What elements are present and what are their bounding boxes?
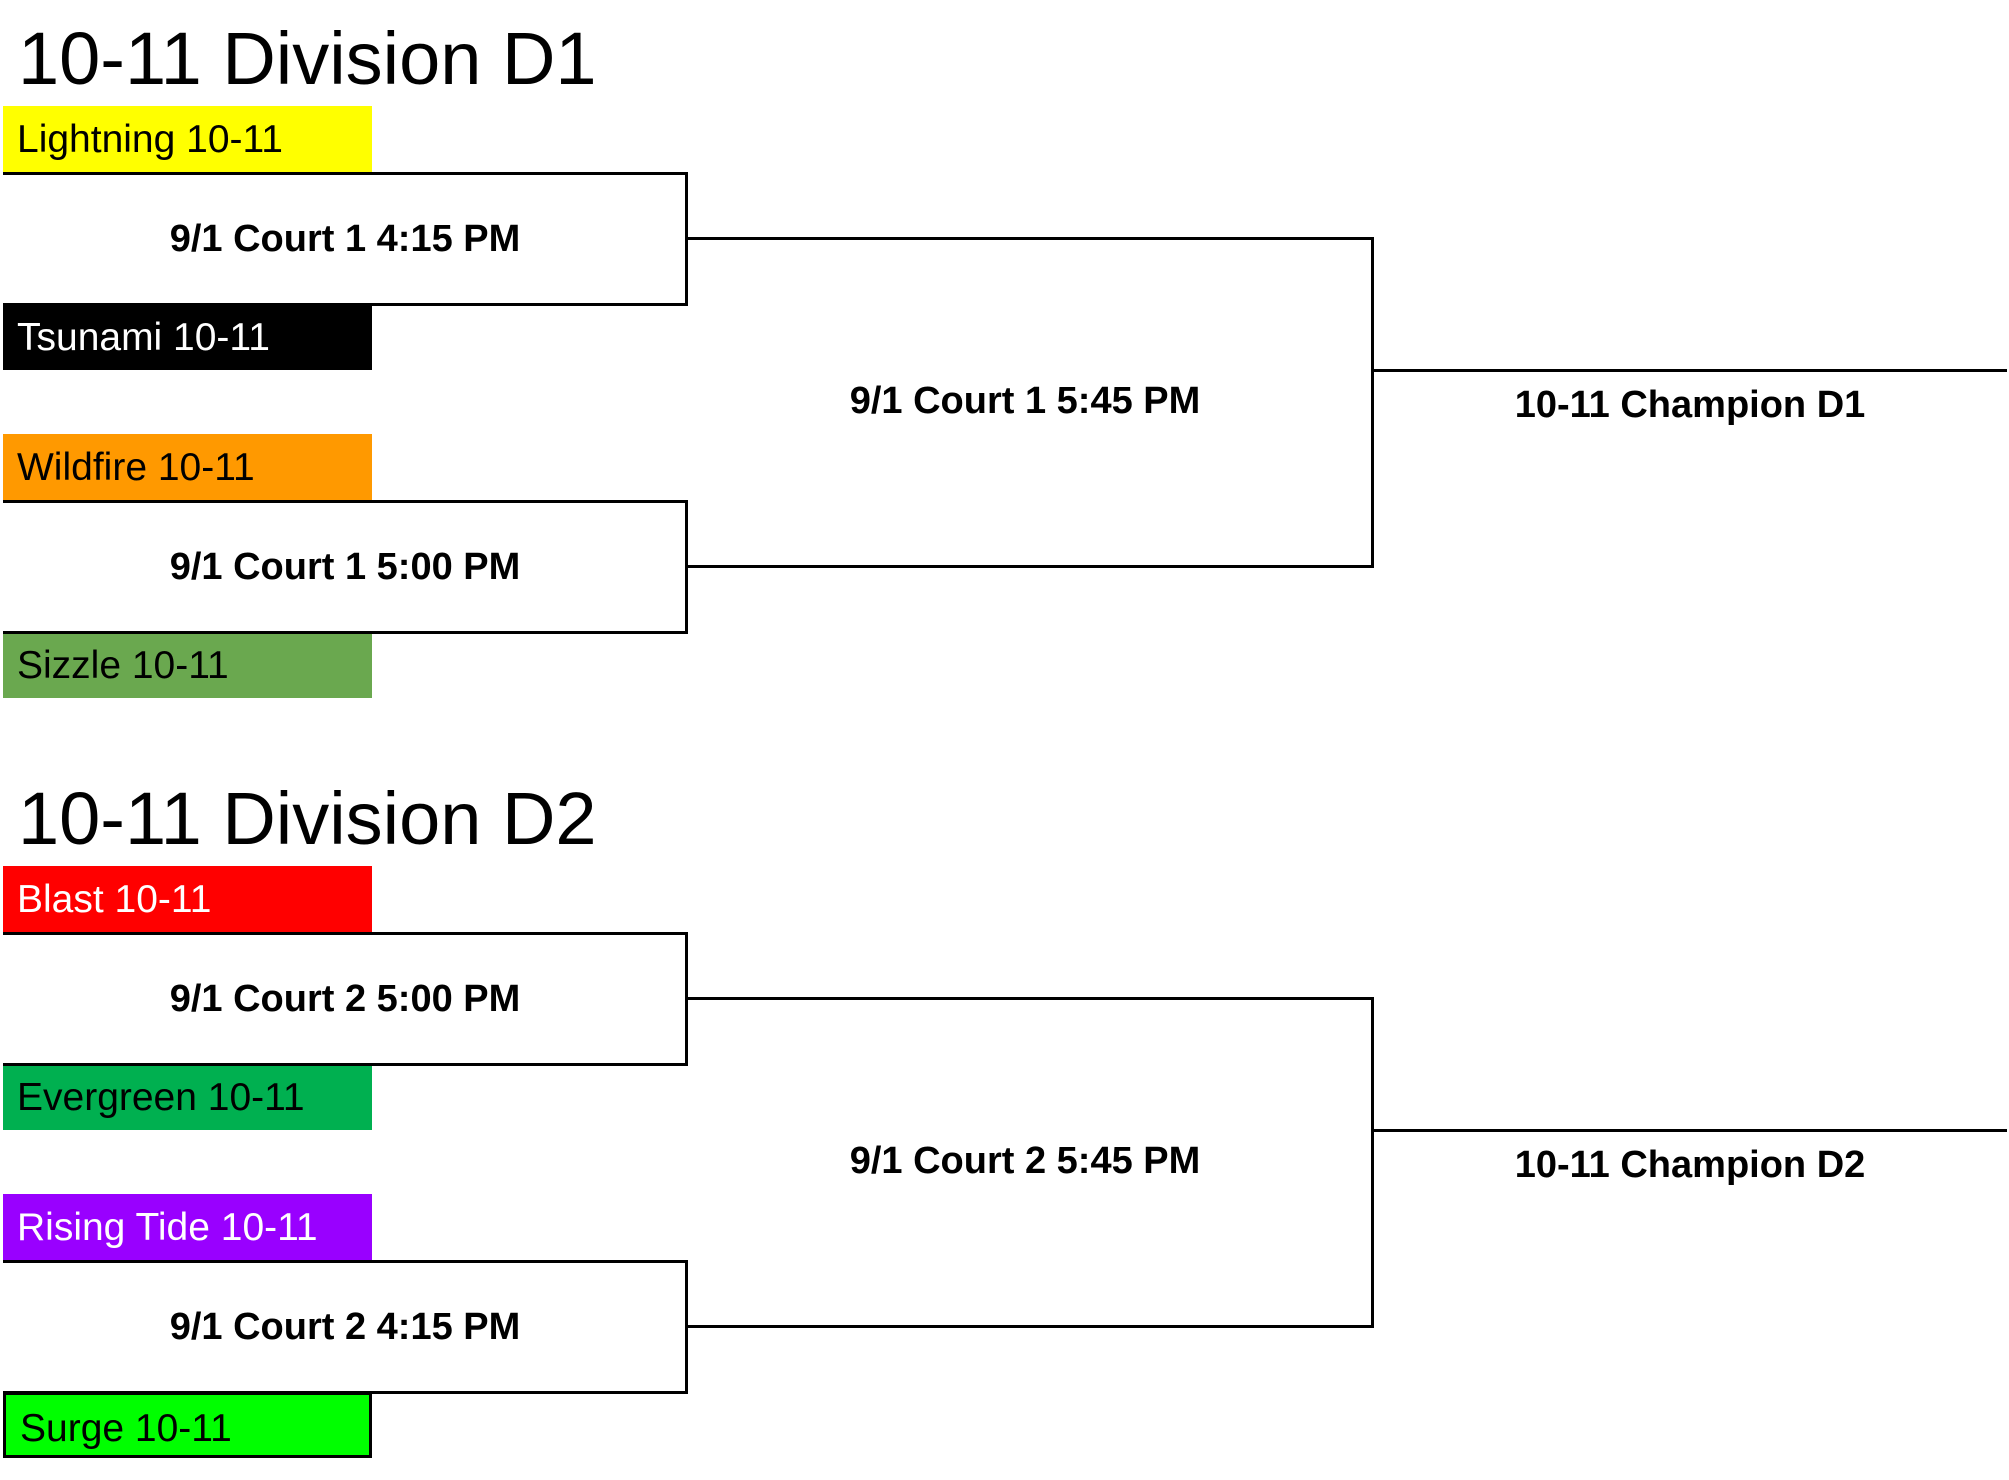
team-slot-surge: Surge 10-11: [3, 1392, 372, 1458]
team-slot-tsunami: Tsunami 10-11: [3, 304, 372, 370]
game-label: 9/1 Court 1 5:00 PM: [169, 546, 521, 588]
game-label: 9/1 Court 1 4:15 PM: [169, 218, 521, 260]
final-game-label: 9/1 Court 2 5:45 PM: [849, 1140, 1201, 1182]
bracket-line: [3, 932, 688, 935]
team-slot-blast: Blast 10-11: [3, 866, 372, 932]
game-label: 9/1 Court 2 5:00 PM: [169, 978, 521, 1020]
team-slot-sizzle: Sizzle 10-11: [3, 632, 372, 698]
bracket-line: [685, 1325, 1374, 1328]
bracket-line: [3, 500, 688, 503]
bracket-line: [3, 172, 688, 175]
champion-label: 10-11 Champion D1: [1514, 384, 1866, 426]
team-slot-wildfire: Wildfire 10-11: [3, 434, 372, 500]
division-title: 10-11 Division D1: [18, 17, 597, 100]
division-d2-bracket: 10-11 Division D2 Blast 10-11 Evergreen …: [0, 760, 2009, 1480]
team-slot-lightning: Lightning 10-11: [3, 106, 372, 172]
champion-line: [1371, 1129, 2007, 1132]
champion-label: 10-11 Champion D2: [1514, 1144, 1866, 1186]
division-d1-bracket: 10-11 Division D1 Lightning 10-11 Tsunam…: [0, 0, 2009, 720]
bracket-line: [685, 997, 1374, 1000]
bracket-line: [1371, 997, 1374, 1328]
team-slot-rising-tide: Rising Tide 10-11: [3, 1194, 372, 1260]
bracket-line: [3, 1260, 688, 1263]
bracket-line: [3, 631, 688, 634]
team-slot-evergreen: Evergreen 10-11: [3, 1064, 372, 1130]
bracket-line: [685, 237, 1374, 240]
bracket-line: [3, 1391, 688, 1394]
bracket-line: [1371, 237, 1374, 568]
division-title: 10-11 Division D2: [18, 777, 597, 860]
game-label: 9/1 Court 2 4:15 PM: [169, 1306, 521, 1348]
bracket-line: [3, 303, 688, 306]
bracket-line: [685, 565, 1374, 568]
bracket-line: [3, 1063, 688, 1066]
final-game-label: 9/1 Court 1 5:45 PM: [849, 380, 1201, 422]
champion-line: [1371, 369, 2007, 372]
